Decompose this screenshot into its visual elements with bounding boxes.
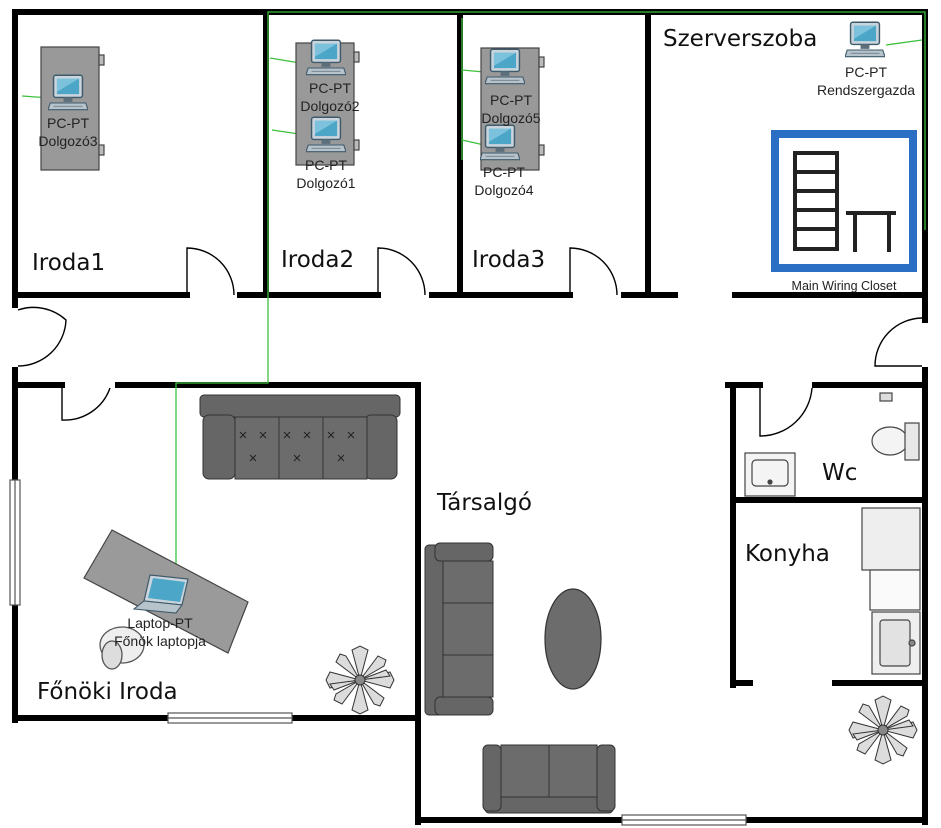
device-name: Dolgozó4 [474, 182, 534, 198]
pc-icon[interactable] [485, 48, 525, 85]
device-name: Dolgozó1 [296, 175, 356, 191]
main-wiring-closet[interactable] [771, 130, 917, 272]
room-label-tarsalgo: Társalgó [437, 490, 532, 516]
device-type: PC-PT [845, 64, 887, 80]
plant-office [325, 645, 395, 715]
device-label-dolgozo5[interactable]: PC-PT Dolgozó5 [481, 91, 540, 127]
wiring-closet-label: Main Wiring Closet [791, 279, 897, 293]
device-name: Dolgozó3 [38, 133, 98, 149]
doors [17, 247, 923, 437]
pc-icon[interactable] [845, 21, 885, 58]
pc-icon[interactable] [48, 74, 88, 111]
device-label-dolgozo3[interactable]: PC-PT Dolgozó3 [38, 114, 97, 150]
kitchen-fixtures [861, 507, 921, 675]
wc-fixtures [744, 392, 920, 497]
lounge-table [544, 588, 602, 690]
room-label-wc: Wc [822, 460, 858, 486]
pc-icon[interactable] [306, 116, 346, 153]
sofa-lounge-bottom [482, 744, 616, 814]
pc-icon[interactable] [306, 39, 346, 76]
device-type: PC-PT [47, 115, 89, 131]
device-type: Laptop-PT [127, 615, 193, 631]
device-label-dolgozo1[interactable]: PC-PT Dolgozó1 [296, 156, 355, 192]
device-type: PC-PT [483, 164, 525, 180]
plant-kitchen [848, 695, 918, 765]
room-label-iroda2: Iroda2 [281, 247, 355, 273]
device-type: PC-PT [305, 157, 347, 173]
device-name: Rendszergazda [816, 82, 916, 98]
laptop-icon[interactable] [132, 574, 189, 614]
wiring-closet-icon [793, 151, 896, 252]
device-type: PC-PT [490, 92, 532, 108]
room-label-fonoki-iroda: Főnöki Iroda [37, 679, 178, 705]
sofa-lounge-left [424, 542, 494, 716]
sofa-office [199, 394, 401, 480]
device-name: Dolgozó2 [300, 98, 360, 114]
device-label-dolgozo4[interactable]: PC-PT Dolgozó4 [474, 163, 533, 199]
room-label-iroda1: Iroda1 [32, 250, 106, 276]
device-label-fonok-laptop[interactable]: Laptop-PT Főnök laptopja [114, 614, 206, 650]
room-label-szerverszoba: Szerverszoba [663, 26, 818, 52]
device-type: PC-PT [309, 80, 351, 96]
windows [9, 479, 747, 826]
room-label-konyha: Konyha [745, 541, 830, 567]
device-label-rendszergazda[interactable]: PC-PT Rendszergazda [817, 63, 915, 99]
device-name: Főnök laptopja [114, 633, 206, 649]
pc-icon[interactable] [480, 124, 520, 161]
room-label-iroda3: Iroda3 [472, 247, 546, 273]
device-name: Dolgozó5 [481, 110, 541, 126]
device-label-dolgozo2[interactable]: PC-PT Dolgozó2 [300, 79, 359, 115]
